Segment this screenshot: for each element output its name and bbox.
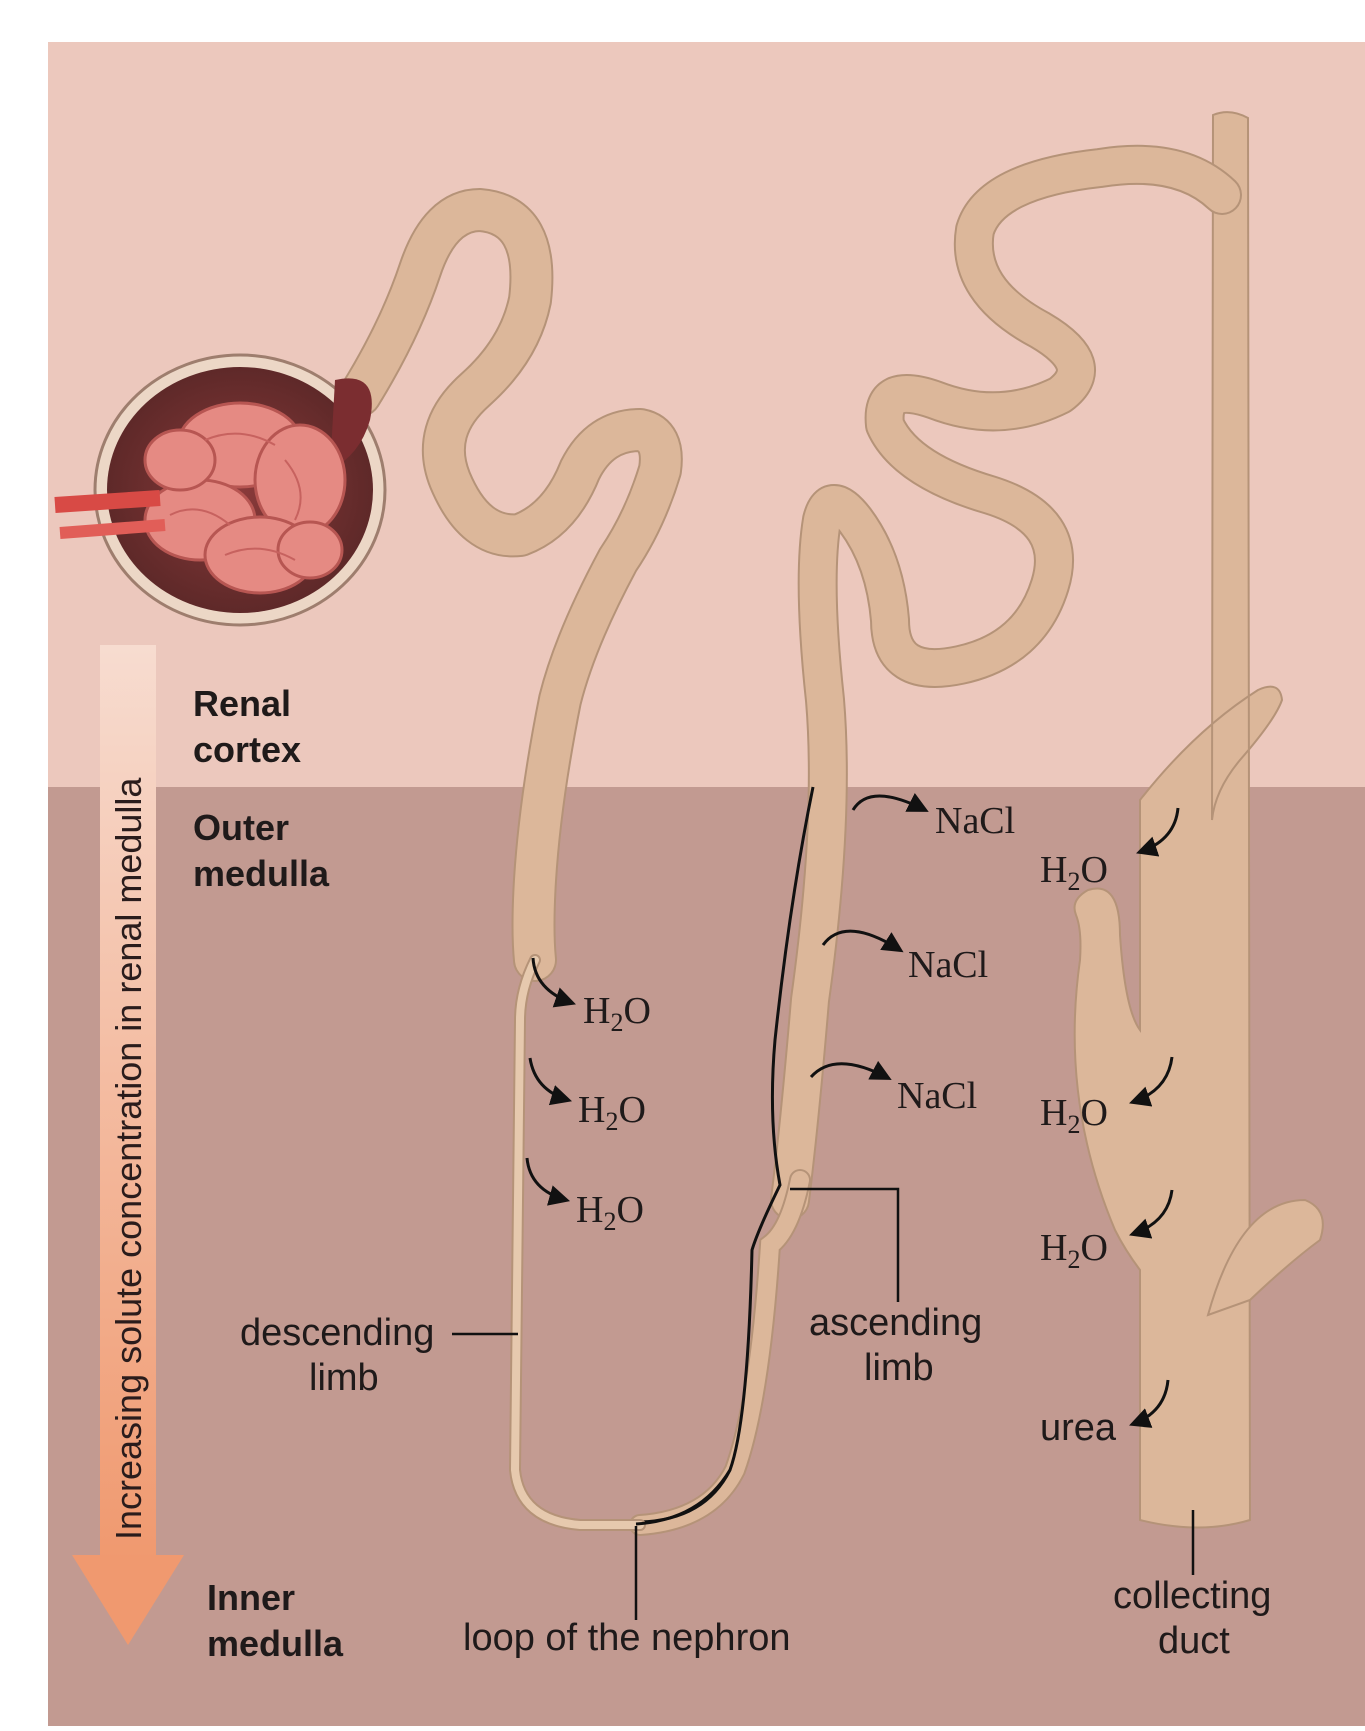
water-label-desc-1: H2O: [583, 990, 651, 1037]
descending-water-arrows: [525, 957, 576, 1206]
water-label-duct-2: H2O: [1040, 1092, 1108, 1139]
water-label-duct-1: H2O: [1040, 849, 1108, 896]
salt-label-3: NaCl: [897, 1075, 977, 1117]
collecting-duct: [1073, 111, 1324, 1529]
zone-label-outer-1: Outer: [193, 807, 289, 848]
water-label-desc-3: H2O: [576, 1189, 644, 1236]
loop-label: loop of the nephron: [463, 1617, 791, 1659]
zone-label-cortex-1: Renal: [193, 683, 291, 724]
glomerulus: [54, 353, 387, 627]
zone-label-inner-2: medulla: [207, 1623, 344, 1664]
salt-label-1: NaCl: [935, 800, 1015, 842]
urea-label: urea: [1040, 1407, 1117, 1449]
descending-limb-label-2: limb: [309, 1357, 379, 1399]
water-label-duct-3: H2O: [1040, 1227, 1108, 1274]
salt-label-2: NaCl: [908, 944, 988, 986]
collecting-duct-label-2: duct: [1158, 1620, 1230, 1662]
collecting-duct-arrows: [1129, 807, 1180, 1428]
zone-label-inner-1: Inner: [207, 1577, 295, 1618]
zone-label-outer-2: medulla: [193, 853, 330, 894]
water-label-desc-2: H2O: [578, 1089, 646, 1136]
gradient-label: Increasing solute concentration in renal…: [108, 777, 149, 1540]
leader-lines: [452, 1187, 1195, 1620]
ascending-salt-arrows: [809, 793, 929, 1080]
ascending-limb-label-2: limb: [864, 1347, 934, 1389]
ascending-limb-label-1: ascending: [809, 1302, 982, 1344]
collecting-duct-label-1: collecting: [1113, 1575, 1271, 1617]
zone-label-cortex-2: cortex: [193, 729, 301, 770]
descending-limb-label-1: descending: [240, 1312, 434, 1354]
loop-outline: [635, 1469, 732, 1526]
concentration-gradient-arrow: [72, 645, 184, 1645]
